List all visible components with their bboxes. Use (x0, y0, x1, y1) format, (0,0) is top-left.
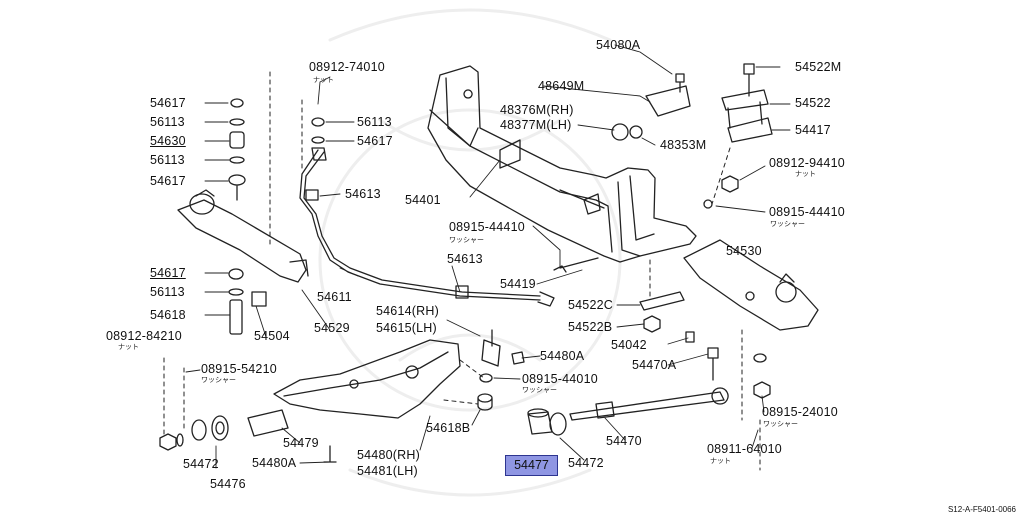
part-label: 54618B (426, 421, 471, 435)
part-label: 54522M (795, 60, 842, 74)
part-label: 54617 (150, 174, 186, 188)
part-label: 08915-44410 (449, 220, 525, 234)
bushing-54477 (527, 408, 567, 436)
highlighted-part-54477[interactable]: 54477 (505, 455, 558, 476)
part-label: 54611 (317, 290, 352, 304)
bracket-54480 (273, 339, 461, 419)
part-label: 48353M (660, 138, 707, 152)
part-label: 54522B (568, 320, 613, 334)
top-bracket (611, 63, 773, 143)
part-label: 54522C (568, 298, 613, 312)
crossmember (427, 65, 697, 263)
part-label: 08912-94410 (769, 156, 845, 170)
part-label: 08915-54210 (201, 362, 277, 376)
left-bushing-stack (228, 98, 246, 201)
part-sublabel: ワッシャー (763, 421, 798, 428)
part-label: 48649M (538, 79, 585, 93)
part-sublabel: ワッシャー (522, 387, 557, 394)
part-sublabel: ワッシャー (201, 377, 236, 384)
part-label: 54613 (447, 252, 483, 266)
part-sublabel: ワッシャー (770, 221, 805, 228)
part-label: 54618 (150, 308, 186, 322)
part-label: 54480A (540, 349, 585, 363)
right-control-arm (683, 239, 819, 331)
part-label: 08912-84210 (106, 329, 182, 343)
part-label: 54472 (183, 457, 219, 471)
part-sublabel: ナット (795, 171, 816, 178)
part-sublabel: ナット (313, 77, 334, 84)
part-label: 54615(LH) (376, 321, 437, 335)
stabilizer-bar (299, 117, 555, 307)
part-label: 08912-74010 (309, 60, 385, 74)
part-sublabel: ナット (710, 458, 731, 465)
part-label: 54479 (283, 436, 319, 450)
part-label: 54470A (632, 358, 677, 372)
left-lower-stack (228, 268, 267, 335)
part-label: 54470 (606, 434, 642, 448)
part-label: 48376M(RH) (500, 103, 574, 117)
part-label: 56113 (357, 115, 392, 129)
left-control-arm (177, 189, 309, 283)
part-label: 54614(RH) (376, 304, 439, 318)
part-label: 54529 (314, 321, 350, 335)
part-label: 54522 (795, 96, 831, 110)
part-label: 54401 (405, 193, 441, 207)
part-label: 54480(RH) (357, 448, 420, 462)
part-label: 56113 (150, 115, 185, 129)
part-label: 54530 (726, 244, 762, 258)
part-label: 54080A (596, 38, 641, 52)
part-label: 56113 (150, 153, 185, 167)
watermark-logo (318, 8, 622, 497)
part-label: 54617 (150, 266, 186, 280)
part-label: 08915-44010 (522, 372, 598, 386)
part-label: 54613 (345, 187, 381, 201)
part-label: 54419 (500, 277, 536, 291)
part-label: 54476 (210, 477, 246, 491)
part-label: 54417 (795, 123, 831, 137)
part-sublabel: ワッシャー (449, 237, 484, 244)
part-sublabel: ナット (118, 344, 139, 351)
part-label: 54630 (150, 134, 186, 148)
part-label: 56113 (150, 285, 185, 299)
reference-code: S12-A-F5401-0066 (947, 505, 1016, 514)
part-label: 54472 (568, 456, 604, 470)
part-label: 54481(LH) (357, 464, 418, 478)
part-label: 08915-44410 (769, 205, 845, 219)
part-label: 08911-64010 (707, 442, 782, 456)
part-label: 54504 (254, 329, 290, 343)
part-label: 48377M(LH) (500, 118, 572, 132)
highlighted-part-label: 54477 (514, 458, 549, 472)
strut-rod (569, 387, 729, 421)
part-label: 54617 (150, 96, 186, 110)
part-label: 54042 (611, 338, 647, 352)
part-label: 54480A (252, 456, 297, 470)
part-label: 54617 (357, 134, 393, 148)
part-label: 08915-24010 (762, 405, 838, 419)
